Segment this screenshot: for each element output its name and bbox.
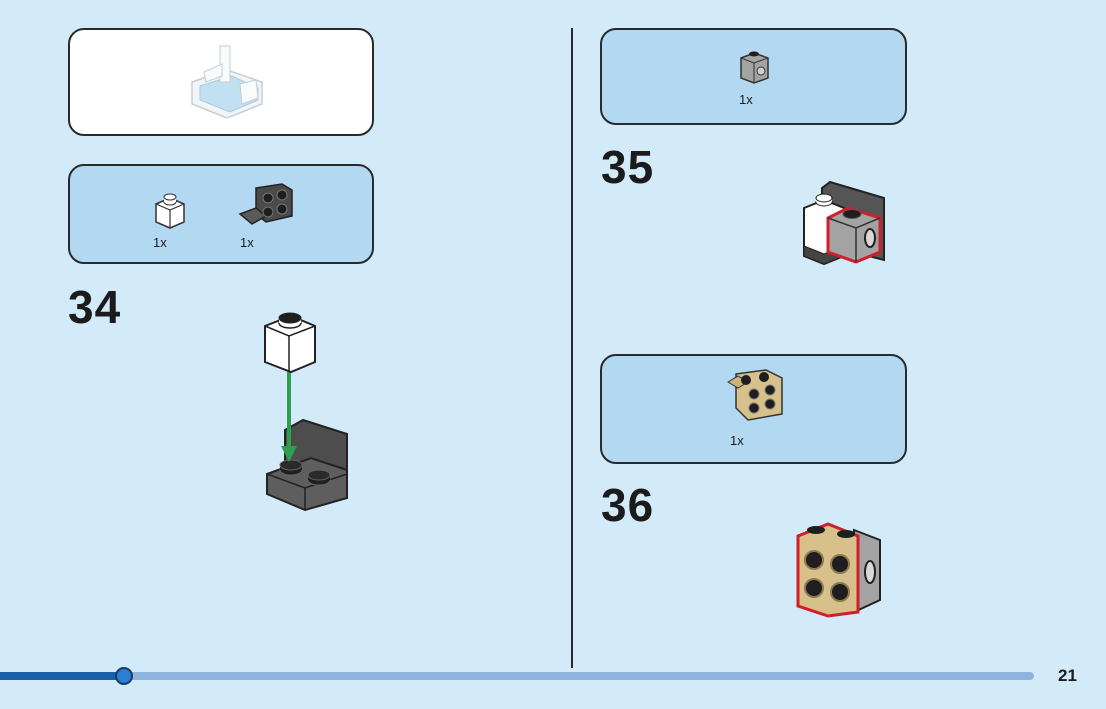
progress-fill [0, 672, 124, 680]
step-36-parts-callout: 1x [600, 354, 907, 464]
step-35-parts-callout: 1x [600, 28, 907, 125]
submodel-preview-image [191, 45, 263, 119]
step-35-number: 35 [601, 141, 655, 193]
tan-bracket-part [727, 369, 783, 421]
grey-technic-brick-part [740, 51, 769, 84]
step-36-qty-1: 1x [730, 433, 744, 448]
step-34-qty-1: 1x [153, 235, 167, 250]
page-number: 21 [1058, 666, 1077, 685]
bracket-base [266, 456, 348, 512]
progress-track [0, 672, 1034, 680]
step-36-number: 36 [601, 479, 655, 531]
step-35-build-illustration [803, 180, 885, 266]
submodel-preview-box [68, 28, 374, 136]
progress-knob[interactable] [115, 667, 133, 685]
step-34-number: 34 [68, 281, 122, 333]
step-34-qty-2: 1x [240, 235, 254, 250]
step-34-build-illustration [264, 312, 348, 512]
dark-grey-bracket-part [238, 183, 293, 225]
step-34-parts-callout: 1x 1x [68, 164, 374, 264]
step-36-build-illustration [796, 522, 881, 618]
white-brick-1x1-part [155, 193, 185, 229]
page-divider [571, 28, 573, 668]
step-35-qty-1: 1x [739, 92, 753, 107]
